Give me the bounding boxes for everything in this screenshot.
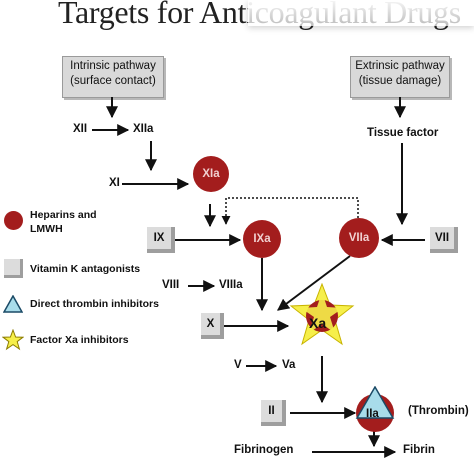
intrinsic-pathway-box: Intrinsic pathway (surface contact) — [62, 56, 164, 98]
factor-iia-triangle — [355, 386, 395, 419]
legend-vitk: Vitamin K antagonists — [30, 263, 141, 275]
factor-xa: Xa — [309, 315, 327, 331]
factor-vii: VII — [434, 232, 450, 244]
intrinsic-line1: Intrinsic pathway — [70, 60, 156, 72]
legend-heparins: Heparins and LMWH — [30, 208, 120, 236]
legend-xa-inhibitors: Factor Xa inhibitors — [30, 334, 129, 346]
factor-x-box: X — [201, 313, 224, 339]
factor-viii: VIII — [162, 279, 180, 291]
factor-ix-box: IX — [147, 227, 175, 253]
factor-viiia: VIIIa — [219, 279, 243, 291]
factor-viia: VIIa — [348, 232, 370, 244]
arrow-viia-x — [277, 255, 351, 311]
fibrin-label: Fibrin — [403, 444, 435, 456]
intrinsic-line2: (surface contact) — [70, 75, 156, 87]
factor-xiia: XIIa — [133, 123, 154, 135]
factor-ixa: IXa — [253, 233, 271, 245]
fibrinogen-label: Fibrinogen — [234, 444, 294, 456]
extrinsic-line2: (tissue damage) — [358, 75, 442, 87]
thrombin-label: (Thrombin) — [408, 405, 469, 417]
legend-triangle-icon — [3, 295, 23, 313]
overlay-panel — [248, 0, 474, 26]
factor-ii: II — [268, 405, 275, 417]
factor-viia-circle: VIIa — [339, 218, 379, 258]
factor-iia: IIa — [366, 408, 379, 420]
factor-xii: XII — [73, 123, 88, 135]
factor-xi: XI — [109, 177, 120, 189]
dotted-viia-ixa-connector — [221, 197, 359, 225]
factor-v: V — [234, 359, 242, 371]
legend-circle-icon — [4, 211, 23, 230]
factor-xia: XIa — [202, 168, 220, 180]
legend-square-icon — [4, 259, 23, 278]
tissue-factor-label: Tissue factor — [367, 127, 439, 139]
factor-ixa-circle: IXa — [243, 220, 281, 258]
factor-xa-star — [289, 283, 355, 346]
factor-ix: IX — [153, 232, 165, 244]
factor-x: X — [206, 318, 215, 330]
legend-heparins-text: Heparins and LMWH — [30, 209, 97, 235]
factor-vii-box: VII — [430, 227, 458, 253]
extrinsic-line1: Extrinsic pathway — [355, 60, 445, 72]
factor-ii-box: II — [261, 400, 286, 426]
legend-star-icon — [2, 329, 24, 351]
legend-thrombin-inhibitors: Direct thrombin inhibitors — [30, 298, 159, 310]
factor-va: Va — [282, 359, 296, 371]
factor-xia-circle: XIa — [193, 156, 229, 192]
